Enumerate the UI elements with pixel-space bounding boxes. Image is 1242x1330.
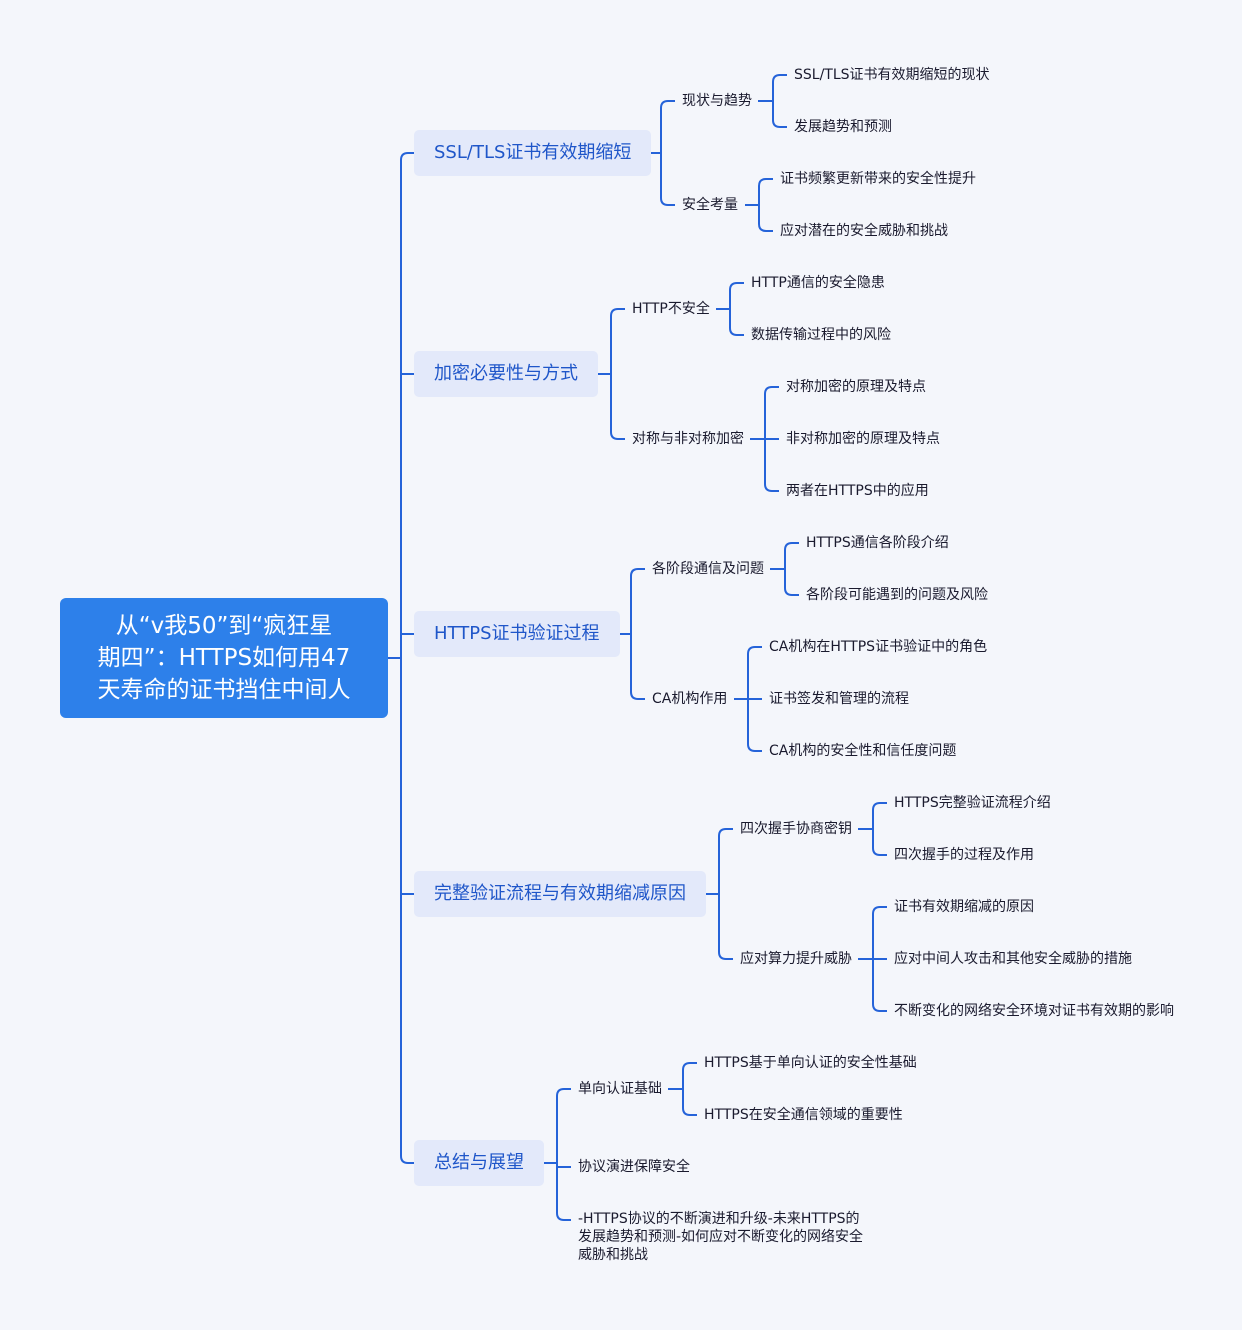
- leaf-item[interactable]: 证书频繁更新带来的安全性提升: [780, 171, 976, 187]
- leaf-item[interactable]: 应对潜在的安全威胁和挑战: [780, 223, 948, 239]
- leaf-item[interactable]: 对称加密的原理及特点: [786, 379, 926, 395]
- sub-3-0-connector-link: [872, 829, 887, 856]
- root-connector-link: [400, 658, 414, 1164]
- sub-one-way-auth[interactable]: 单向认证基础: [578, 1081, 662, 1097]
- leaf-item[interactable]: HTTPS基于单向认证的安全性基础: [704, 1055, 917, 1071]
- sub-0-0-connector-link: [772, 74, 787, 101]
- branch-3-connector-link: [718, 828, 733, 894]
- sub-0-1-connector-link: [758, 178, 773, 205]
- sub-http-insecure[interactable]: HTTP不安全: [632, 301, 710, 317]
- root-title-line-1: 从“v我50”到“疯狂星: [115, 613, 333, 639]
- sub-2-1-connector-link: [747, 646, 762, 699]
- leaf-item[interactable]: 非对称加密的原理及特点: [786, 431, 940, 447]
- branch-2-connector-link: [630, 634, 645, 700]
- leaf-item[interactable]: 发展趋势和预测: [794, 119, 892, 135]
- leaf-item[interactable]: CA机构在HTTPS证书验证中的角色: [769, 639, 988, 655]
- branch-1-connector-link: [610, 374, 625, 440]
- sub-1-0-connector-link: [729, 309, 744, 336]
- root-title-line-2: 期四”：HTTPS如何用47: [97, 645, 351, 671]
- leaf-item[interactable]: 数据传输过程中的风险: [751, 327, 891, 343]
- sub-0-0-connector-link: [772, 101, 787, 128]
- sub-2-1-connector-link: [747, 699, 762, 752]
- root-topic[interactable]: 从“v我50”到“疯狂星 期四”：HTTPS如何用47 天寿命的证书挡住中间人: [60, 598, 388, 718]
- branch-full-flow[interactable]: 完整验证流程与有效期缩减原因: [414, 871, 706, 917]
- sub-four-way-handshake[interactable]: 四次握手协商密钥: [740, 821, 852, 837]
- leaf-item[interactable]: CA机构的安全性和信任度问题: [769, 743, 957, 759]
- sub-1-1-connector-link: [764, 386, 779, 439]
- sub-3-0-connector-link: [872, 802, 887, 829]
- leaf-item[interactable]: SSL/TLS证书有效期缩短的现状: [794, 67, 990, 83]
- sub-symmetric-asymmetric[interactable]: 对称与非对称加密: [632, 431, 744, 447]
- sub-3-1-connector-link: [872, 959, 887, 1012]
- sub-4-0-connector-link: [682, 1062, 697, 1089]
- sub-1-1-connector-link: [764, 439, 779, 492]
- leaf-item[interactable]: HTTPS完整验证流程介绍: [894, 795, 1051, 811]
- leaf-item[interactable]: 证书有效期缩减的原因: [894, 899, 1034, 915]
- leaf-item[interactable]: 四次握手的过程及作用: [894, 847, 1034, 863]
- leaf-item[interactable]: 证书签发和管理的流程: [769, 691, 909, 707]
- sub-ca-role[interactable]: CA机构作用: [652, 691, 728, 707]
- sub-compute-threat[interactable]: 应对算力提升威胁: [740, 951, 852, 967]
- branch-0-connector-link: [660, 153, 675, 206]
- root-title-line-3: 天寿命的证书挡住中间人: [97, 677, 351, 703]
- branch-0-connector-link: [660, 100, 675, 153]
- branch-encryption[interactable]: 加密必要性与方式: [414, 351, 598, 397]
- branch-4-connector-link: [556, 1163, 571, 1221]
- sub-0-1-connector-link: [758, 205, 773, 232]
- leaf-item[interactable]: 不断变化的网络安全环境对证书有效期的影响: [894, 1003, 1174, 1019]
- branch-3-connector-link: [718, 894, 733, 960]
- sub-future-outlook[interactable]: -HTTPS协议的不断演进和升级-未来HTTPS的发展趋势和预测-如何应对不断变…: [578, 1211, 864, 1263]
- sub-stage-communication[interactable]: 各阶段通信及问题: [652, 561, 764, 577]
- branch-ssl-tls-validity[interactable]: SSL/TLS证书有效期缩短: [414, 130, 652, 176]
- leaf-item[interactable]: HTTPS在安全通信领域的重要性: [704, 1107, 903, 1123]
- branch-cert-verification[interactable]: HTTPS证书验证过程: [414, 611, 620, 657]
- leaf-item[interactable]: 各阶段可能遇到的问题及风险: [806, 587, 988, 603]
- branch-4-connector-link: [556, 1088, 571, 1163]
- sub-2-0-connector-link: [784, 569, 799, 596]
- sub-protocol-evolution[interactable]: 协议演进保障安全: [578, 1159, 690, 1175]
- sub-security-consideration[interactable]: 安全考量: [682, 197, 738, 213]
- sub-4-0-connector-link: [682, 1089, 697, 1116]
- sub-1-0-connector-link: [729, 282, 744, 309]
- sub-3-1-connector-link: [872, 906, 887, 959]
- leaf-item[interactable]: HTTPS通信各阶段介绍: [806, 535, 949, 551]
- leaf-item[interactable]: HTTP通信的安全隐患: [751, 275, 885, 291]
- sub-2-0-connector-link: [784, 542, 799, 569]
- branch-summary[interactable]: 总结与展望: [414, 1140, 544, 1186]
- branch-2-connector-link: [630, 568, 645, 634]
- branch-1-connector-link: [610, 308, 625, 374]
- leaf-item[interactable]: 两者在HTTPS中的应用: [786, 483, 929, 499]
- root-connector-link: [400, 152, 414, 658]
- leaf-item[interactable]: 应对中间人攻击和其他安全威胁的措施: [894, 951, 1132, 967]
- sub-status-trend[interactable]: 现状与趋势: [682, 93, 752, 109]
